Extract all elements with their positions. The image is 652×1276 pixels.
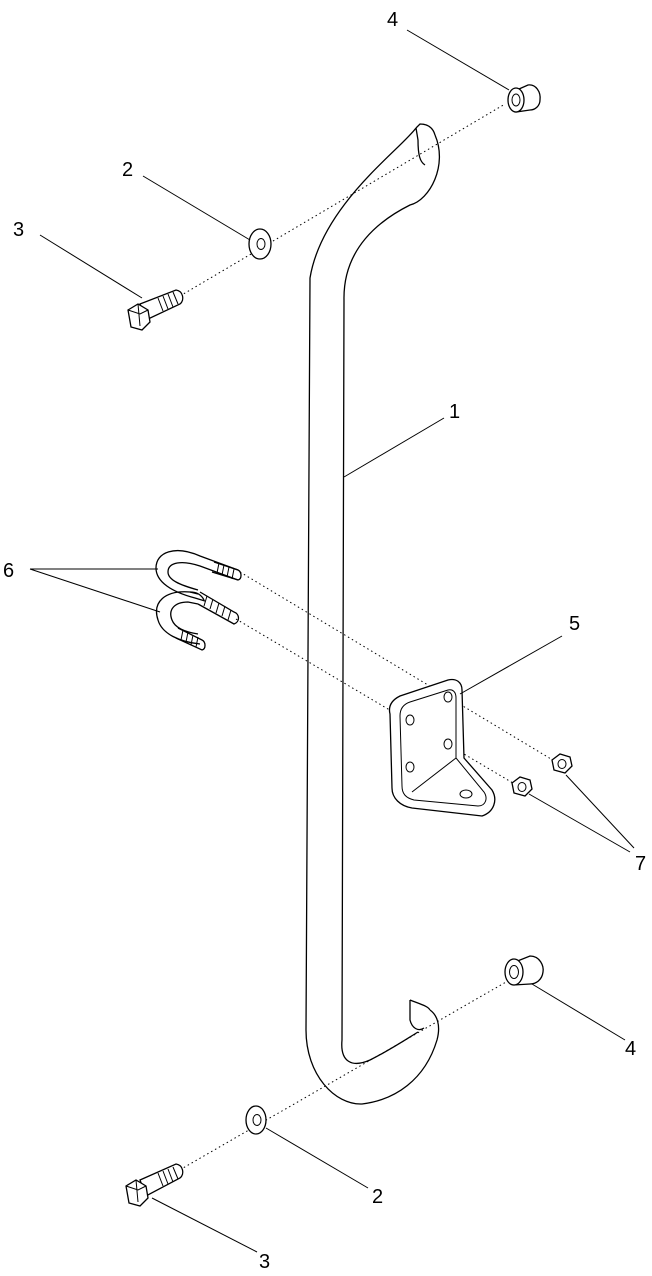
callout-washer-bottom: 2 bbox=[372, 1186, 383, 1208]
spacer-top bbox=[507, 84, 541, 113]
nut-lower bbox=[511, 776, 533, 797]
callout-bracket: 5 bbox=[569, 613, 580, 635]
callout-bolt-top: 3 bbox=[13, 219, 24, 241]
bolt-bottom bbox=[125, 1163, 184, 1207]
callout-spacer-top: 4 bbox=[387, 9, 398, 31]
callouts: 4 2 3 1 6 5 7 4 2 3 bbox=[3, 9, 646, 1273]
spacer-bottom bbox=[504, 955, 544, 986]
callout-spacer-bottom: 4 bbox=[625, 1038, 636, 1060]
u-bolt-lower bbox=[155, 591, 206, 651]
u-bolt-upper bbox=[155, 550, 242, 625]
nut-upper bbox=[551, 753, 573, 774]
callout-nuts: 7 bbox=[635, 853, 646, 875]
washer-top bbox=[248, 228, 272, 260]
washer-bottom bbox=[245, 1105, 267, 1135]
callout-u-bolts: 6 bbox=[3, 560, 14, 582]
bolt-top bbox=[127, 289, 184, 331]
mounting-bracket bbox=[388, 678, 496, 817]
leader-lines bbox=[29, 29, 635, 1253]
callout-bolt-bottom: 3 bbox=[259, 1251, 270, 1273]
callout-washer-top: 2 bbox=[122, 159, 133, 181]
assembly-lines bbox=[175, 103, 557, 1173]
handle-rail bbox=[305, 123, 440, 1105]
callout-handle: 1 bbox=[449, 401, 460, 423]
